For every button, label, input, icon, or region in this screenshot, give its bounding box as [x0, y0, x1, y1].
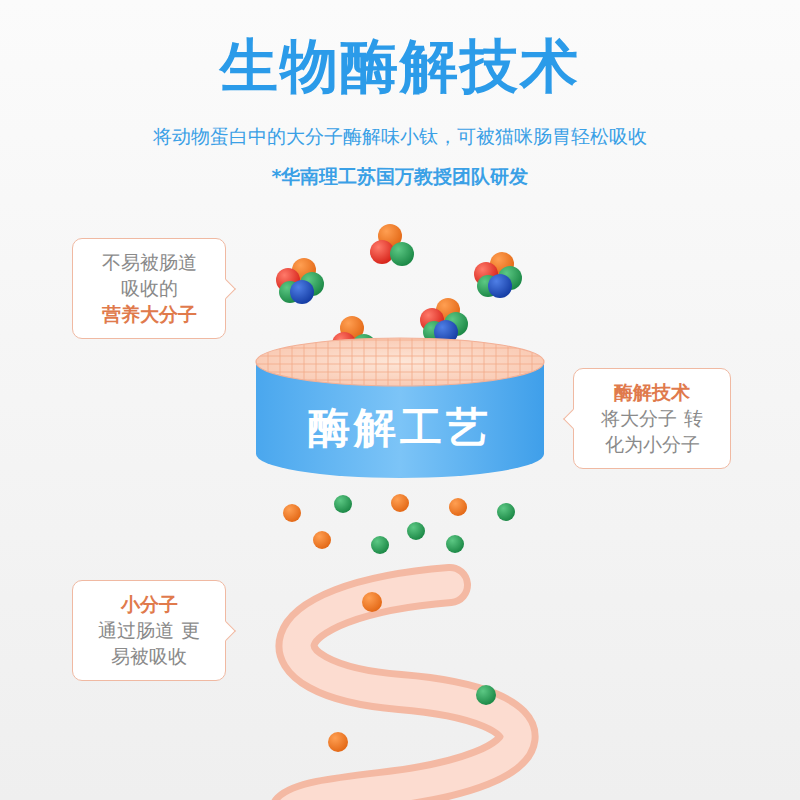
callout-box: 酶解技术将大分子 转化为小分子: [573, 368, 731, 469]
callout-heading: 酶解技术: [596, 379, 708, 405]
callout-pointer: [216, 621, 236, 641]
subtitle: *华南理工苏国万教授团队研发: [0, 164, 800, 190]
callout-content: 小分子通过肠道 更易被吸收: [93, 591, 205, 670]
callout-heading: 小分子: [93, 591, 205, 617]
subtitle: 将动物蛋白中的大分子酶解味小钛，可被猫咪肠胃轻松吸收: [0, 124, 800, 150]
callout-text: 不易被肠道 吸收的: [93, 249, 205, 301]
callout-text: 将大分子 转化为小分子: [596, 405, 708, 457]
callout-content: 不易被肠道 吸收的营养大分子: [93, 249, 205, 328]
callout-text: 通过肠道 更易被吸收: [93, 617, 205, 669]
title: 生物酶解技术: [0, 28, 800, 106]
callout-box: 不易被肠道 吸收的营养大分子: [72, 238, 226, 339]
callout-heading: 营养大分子: [93, 301, 205, 327]
callout-pointer: [216, 279, 236, 299]
enzyme-cylinder: 酶解工艺: [252, 332, 548, 482]
callout-pointer: [563, 409, 583, 429]
cylinder-label: 酶解工艺: [252, 400, 548, 456]
callout-box: 小分子通过肠道 更易被吸收: [72, 580, 226, 681]
callout-content: 酶解技术将大分子 转化为小分子: [596, 379, 708, 458]
